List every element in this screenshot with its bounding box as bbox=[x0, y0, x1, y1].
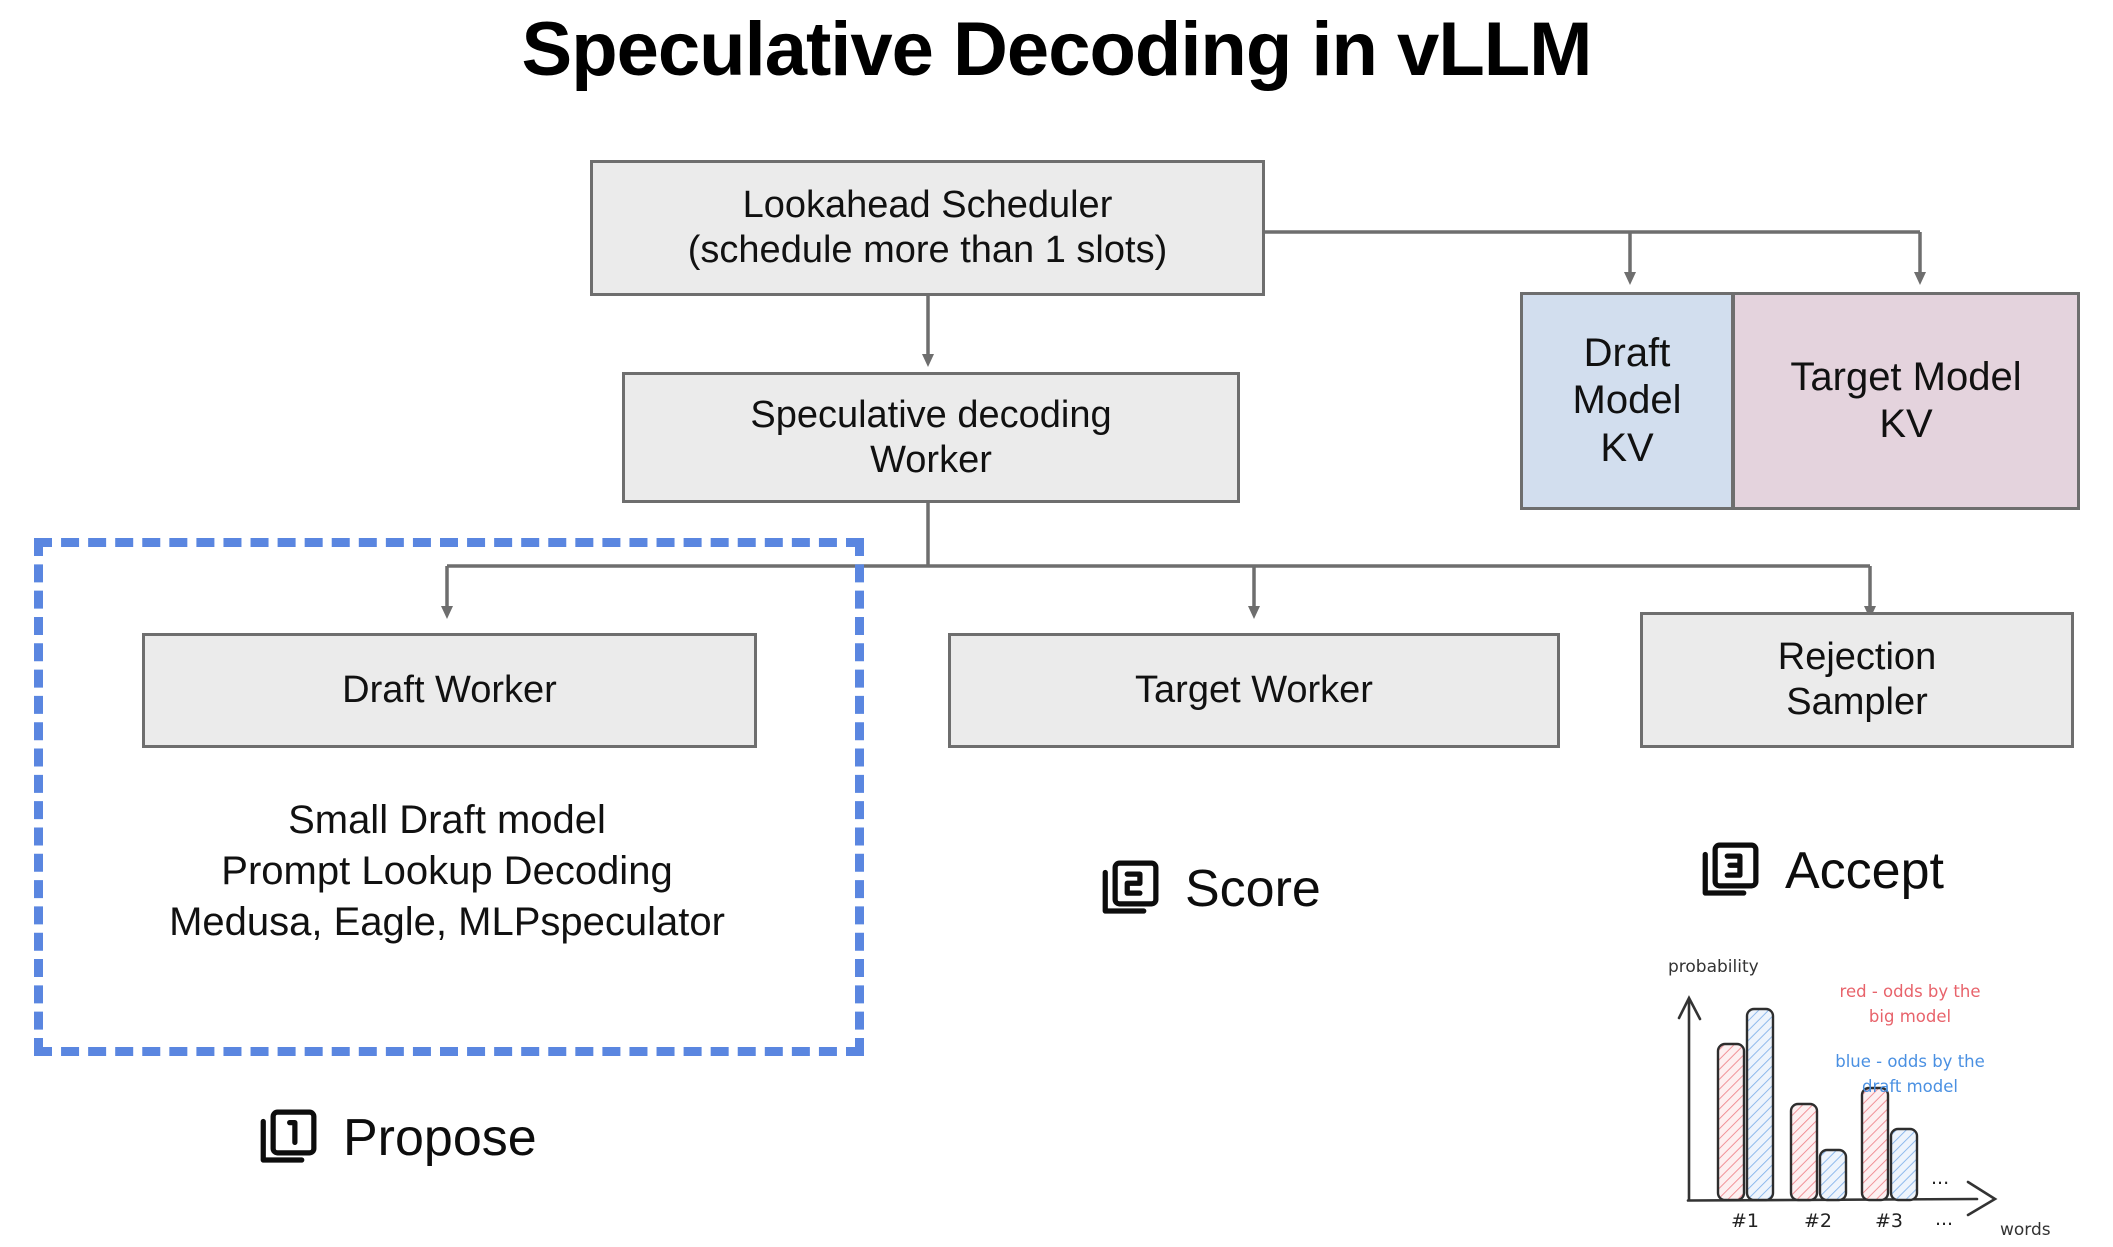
step-3-accept: Accept bbox=[1697, 838, 1944, 904]
step-2-score: Score bbox=[1097, 856, 1321, 922]
chart-xtick-0: #1 bbox=[1731, 1210, 1759, 1232]
chart-ylabel: probability bbox=[1668, 957, 1759, 977]
node-rejection-sampler[interactable]: Rejection Sampler bbox=[1640, 612, 2074, 748]
accept-probability-sketch-chart: probability #1 #2 #3 ... ... bbox=[1668, 957, 2051, 1238]
chart-xlabel: words bbox=[2000, 1220, 2051, 1238]
node-draft-worker[interactable]: Draft Worker bbox=[142, 633, 757, 748]
page-title: Speculative Decoding in vLLM bbox=[521, 7, 1593, 92]
bar-2-blue bbox=[1818, 1148, 1848, 1202]
chart-ellipsis-above-axis: ... bbox=[1931, 1167, 1949, 1189]
chart-xtick-ellipsis: ... bbox=[1935, 1208, 1953, 1230]
node-speculative-decoding-worker[interactable]: Speculative decoding Worker bbox=[622, 372, 1240, 503]
step-3-label: Accept bbox=[1785, 842, 1944, 900]
bar-3-red bbox=[1860, 1086, 1890, 1202]
bar-2-red bbox=[1789, 1102, 1819, 1202]
filter-3-icon bbox=[1697, 838, 1763, 904]
step-2-label: Score bbox=[1185, 860, 1321, 918]
node-target-model-kv[interactable]: Target Model KV bbox=[1733, 292, 2080, 510]
bar-1-blue bbox=[1745, 1007, 1775, 1202]
node-draft-model-kv[interactable]: Draft Model KV bbox=[1520, 292, 1733, 510]
node-lookahead-scheduler[interactable]: Lookahead Scheduler (schedule more than … bbox=[590, 160, 1265, 296]
step-1-label: Propose bbox=[343, 1109, 537, 1167]
step-1-propose: Propose bbox=[255, 1105, 537, 1171]
propose-highlight-region bbox=[34, 538, 864, 1056]
bar-1-red bbox=[1716, 1042, 1746, 1202]
chart-xtick-2: #3 bbox=[1875, 1210, 1903, 1232]
filter-2-icon bbox=[1097, 856, 1163, 922]
filter-1-icon bbox=[255, 1105, 321, 1171]
node-target-worker[interactable]: Target Worker bbox=[948, 633, 1560, 748]
draft-methods-text: Small Draft model Prompt Lookup Decoding… bbox=[169, 798, 725, 945]
chart-xtick-1: #2 bbox=[1804, 1210, 1832, 1232]
bar-3-blue bbox=[1889, 1127, 1919, 1202]
